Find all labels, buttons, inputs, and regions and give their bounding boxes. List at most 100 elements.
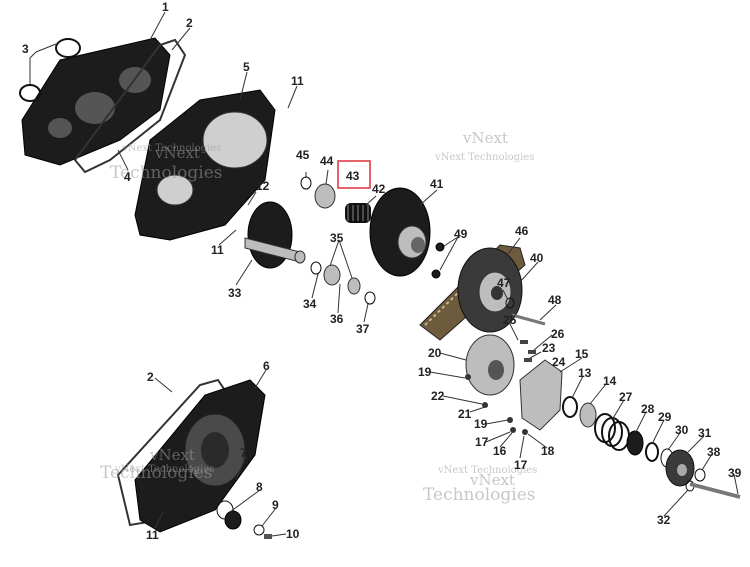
fixed-sheave-part <box>465 334 515 396</box>
slider-part <box>524 358 532 362</box>
callout-18[interactable]: 18 <box>541 444 555 458</box>
end-cap-part <box>665 449 695 487</box>
callout-29[interactable]: 29 <box>658 410 672 424</box>
callout-30[interactable]: 30 <box>675 423 689 437</box>
rear-cover-part <box>134 379 266 533</box>
callout-10[interactable]: 10 <box>286 527 300 541</box>
callout-44[interactable]: 44 <box>320 154 334 168</box>
callout-49[interactable]: 49 <box>454 227 468 241</box>
callout-39[interactable]: 39 <box>728 466 742 480</box>
bolt-part <box>689 482 741 499</box>
callout-3[interactable]: 3 <box>22 42 29 56</box>
callout-37[interactable]: 37 <box>356 322 370 336</box>
callout-35[interactable]: 35 <box>330 231 344 245</box>
callout-41[interactable]: 41 <box>430 177 444 191</box>
watermark-small: vNext Technologies <box>114 464 214 475</box>
o-ring-part <box>694 468 706 482</box>
washer-part <box>300 176 312 190</box>
slider-part <box>528 350 536 354</box>
watermark-line1: vNext <box>154 144 200 162</box>
callout-23[interactable]: 23 <box>542 341 556 355</box>
callout-2[interactable]: 2 <box>147 370 154 384</box>
callout-14[interactable]: 14 <box>603 374 617 388</box>
callout-15[interactable]: 15 <box>575 347 589 361</box>
callout-25[interactable]: 25 <box>503 313 517 327</box>
washer-part <box>253 524 265 536</box>
callout-24[interactable]: 24 <box>552 355 566 369</box>
callout-2[interactable]: 2 <box>186 16 193 30</box>
callout-38[interactable]: 38 <box>707 445 721 459</box>
callout-19[interactable]: 19 <box>418 365 432 379</box>
washer-part <box>364 291 376 305</box>
bolt-part <box>511 313 546 326</box>
callout-11[interactable]: 11 <box>211 243 224 257</box>
callout-36[interactable]: 36 <box>330 312 344 326</box>
callout-34[interactable]: 34 <box>303 297 317 311</box>
callout-5[interactable]: 5 <box>243 60 250 74</box>
callout-33[interactable]: 33 <box>228 286 242 300</box>
watermark-small: vNext Technologies <box>121 143 221 154</box>
callout-17[interactable]: 17 <box>514 458 528 472</box>
callout-43[interactable]: 43 <box>346 169 360 183</box>
sliding-sheave-part <box>369 187 431 277</box>
callout-labels: 1 2 3 4 5 11 12 11 33 45 44 42 41 49 35 … <box>22 0 742 542</box>
washer-part <box>645 442 659 462</box>
callout-17[interactable]: 17 <box>475 435 489 449</box>
callout-46[interactable]: 46 <box>515 224 529 238</box>
callout-32[interactable]: 32 <box>657 513 671 527</box>
callout-40[interactable]: 40 <box>530 251 544 265</box>
callout-26[interactable]: 26 <box>551 327 565 341</box>
spring-part <box>345 203 371 223</box>
callout-8[interactable]: 8 <box>256 480 263 494</box>
pin-part <box>507 417 513 423</box>
drive-pulley-shaft-part <box>244 201 306 269</box>
callout-20[interactable]: 20 <box>428 346 442 360</box>
watermark-line1: vNext <box>469 471 515 489</box>
bushing-part <box>579 402 597 428</box>
callout-13[interactable]: 13 <box>578 366 592 380</box>
watermark-line2: Technologies <box>100 463 213 483</box>
callout-28[interactable]: 28 <box>641 402 655 416</box>
bushing-part <box>323 264 341 286</box>
callout-1[interactable]: 1 <box>162 0 169 14</box>
slider-part <box>520 340 528 344</box>
watermark: vNext Technologies vNext Technologies vN… <box>100 129 537 505</box>
callout-21[interactable]: 21 <box>458 407 472 421</box>
pin-part <box>510 427 516 433</box>
callout-7[interactable]: 7 <box>240 446 247 460</box>
bushing-part <box>347 277 361 295</box>
inner-cover-part <box>134 89 276 241</box>
roller-part <box>431 269 441 279</box>
gasket-part <box>73 38 187 174</box>
o-ring-part <box>55 38 81 58</box>
bearing-part <box>314 183 336 209</box>
washer-part <box>562 396 578 418</box>
callout-31[interactable]: 31 <box>698 426 712 440</box>
screw-part <box>264 534 272 539</box>
callout-4[interactable]: 4 <box>124 170 131 184</box>
callout-42[interactable]: 42 <box>372 182 386 196</box>
washer-part <box>505 297 515 309</box>
callout-22[interactable]: 22 <box>431 389 445 403</box>
callout-19[interactable]: 19 <box>474 417 488 431</box>
callout-48[interactable]: 48 <box>548 293 562 307</box>
callout-6[interactable]: 6 <box>263 359 270 373</box>
callout-9[interactable]: 9 <box>272 498 279 512</box>
leader-lines <box>29 11 739 537</box>
watermark-line2: Technologies <box>110 163 223 183</box>
callout-11[interactable]: 11 <box>146 528 159 542</box>
highlight-box[interactable] <box>337 160 371 189</box>
callout-27[interactable]: 27 <box>619 390 633 404</box>
callout-47[interactable]: 47 <box>497 276 511 290</box>
callout-16[interactable]: 16 <box>493 444 507 458</box>
pin-part <box>522 429 528 435</box>
callout-12[interactable]: 12 <box>256 179 270 193</box>
outer-cover-part <box>21 37 171 166</box>
watermark-small: vNext Technologies <box>434 152 534 163</box>
callout-45[interactable]: 45 <box>296 148 310 162</box>
o-ring-part <box>19 84 41 102</box>
pin-part <box>465 374 471 380</box>
callout-11[interactable]: 11 <box>291 74 304 88</box>
